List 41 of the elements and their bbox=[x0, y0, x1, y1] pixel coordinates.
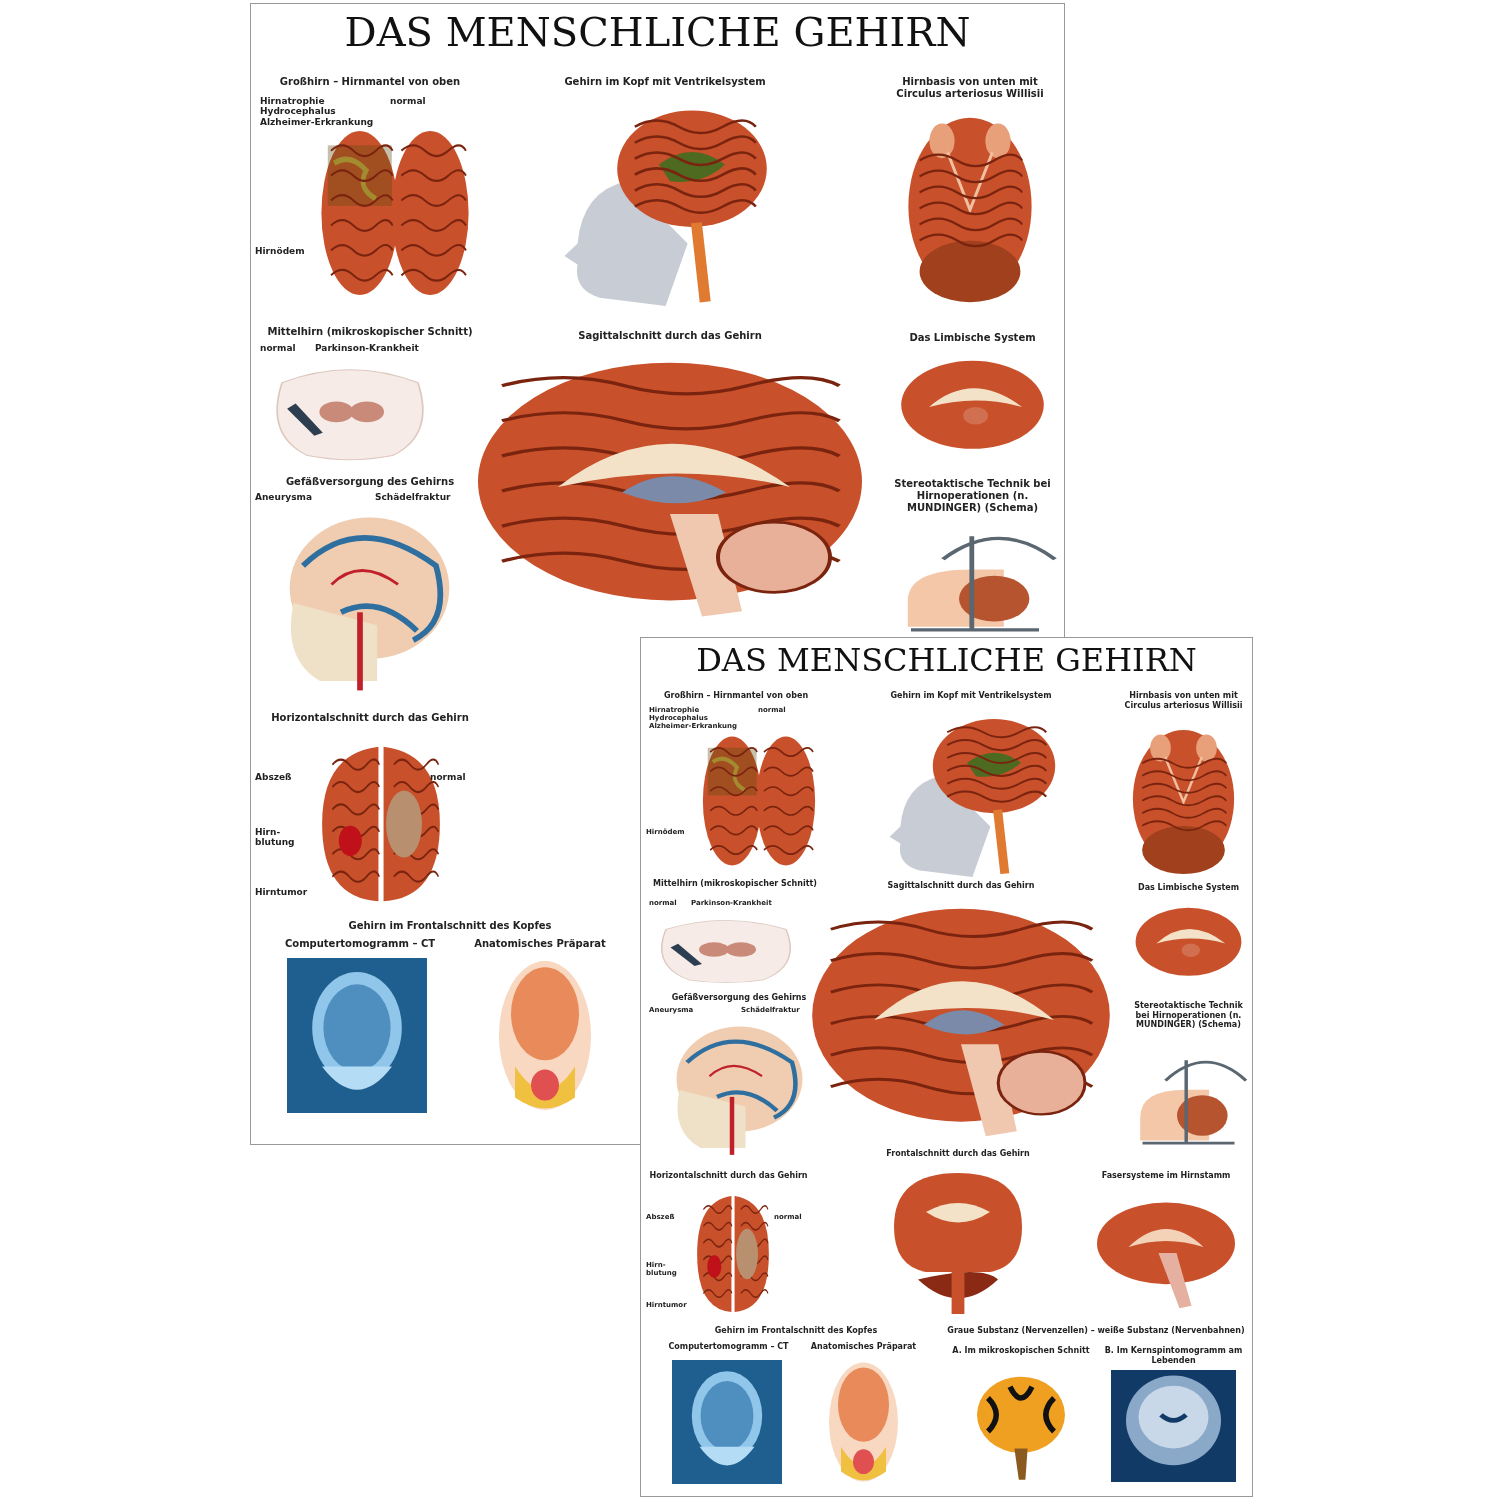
panel-heading: Gehirn im Kopf mit Ventrikelsystem bbox=[563, 76, 767, 88]
panel-heading: Das Limbische System bbox=[1137, 883, 1240, 893]
panel-heading: Stereotaktische Technik bei Hirnoperationen (n. MUNDINGER) (Schema) bbox=[1133, 1001, 1244, 1030]
panel-heading: B. Im Kernspintomogramm am Lebenden bbox=[1103, 1346, 1244, 1366]
panel-heading: Hirnbasis von unten mit Circulus arteriosus Willisii bbox=[1123, 691, 1244, 711]
panel-heading: Großhirn – Hirnmantel von oben bbox=[278, 76, 462, 88]
panel-heading: Anatomisches Präparat bbox=[473, 938, 607, 950]
panel-heading: Horizontalschnitt durch das Gehirn bbox=[648, 1171, 809, 1181]
panel-heading: Gefäßversorgung des Gehirns bbox=[670, 993, 808, 1003]
panel-heading: Anatomisches Präparat bbox=[809, 1342, 918, 1352]
panel-heading: Gehirn im Kopf mit Ventrikelsystem bbox=[889, 691, 1053, 701]
figure-label: Schädelfraktur bbox=[375, 492, 452, 503]
figure-label: Aneurysma bbox=[255, 492, 313, 503]
panel-heading: Hirnbasis von unten mit Circulus arteriosus Willisii bbox=[895, 76, 1045, 100]
poster-sheet bbox=[640, 637, 1253, 1497]
panel-heading: Frontalschnitt durch das Gehirn bbox=[885, 1149, 1031, 1159]
figure-label: normal bbox=[430, 772, 467, 783]
panel-heading: Gefäßversorgung des Gehirns bbox=[284, 476, 456, 488]
panel-heading: Großhirn – Hirnmantel von oben bbox=[662, 691, 810, 701]
figure-label: normal bbox=[260, 343, 297, 354]
figure-label: normal bbox=[390, 96, 427, 107]
panel-heading: Graue Substanz (Nervenzellen) – weiße Substanz (Nervenbahnen) bbox=[946, 1326, 1246, 1336]
panel-heading: Stereotaktische Technik bei Hirnoperationen (n. MUNDINGER) (Schema) bbox=[893, 478, 1052, 514]
panel-heading: Computertomogramm – CT bbox=[283, 938, 437, 950]
figure-label: Parkinson-Krankheit bbox=[315, 343, 420, 354]
figure-label: Abszeß bbox=[255, 772, 293, 783]
panel-heading: Gehirn im Frontalschnitt des Kopfes bbox=[713, 1326, 879, 1336]
poster-title: DAS MENSCHLICHE GEHIRN bbox=[343, 9, 972, 55]
figure-label: Hirnödem bbox=[255, 246, 306, 257]
panel-heading: Das Limbische System bbox=[908, 332, 1037, 344]
panel-heading: Horizontalschnitt durch das Gehirn bbox=[270, 712, 470, 724]
panel-heading: Fasersysteme im Hirnstamm bbox=[1100, 1171, 1232, 1181]
poster-title: DAS MENSCHLICHE GEHIRN bbox=[695, 641, 1198, 679]
panel-heading: Mittelhirn (mikroskopischer Schnitt) bbox=[652, 879, 818, 889]
figure-label: Hirn- blutung bbox=[255, 827, 296, 848]
figure-label: Hirntumor bbox=[255, 887, 309, 898]
panel-heading: A. Im mikroskopischen Schnitt bbox=[951, 1346, 1091, 1356]
panel-heading: Computertomogramm – CT bbox=[667, 1342, 790, 1352]
panel-heading: Mittelhirn (mikroskopischer Schnitt) bbox=[266, 326, 474, 338]
panel-heading: Gehirn im Frontalschnitt des Kopfes bbox=[347, 920, 553, 932]
figure-label: Hirnatrophie Hydrocephalus Alzheimer-Erkrankung bbox=[260, 96, 375, 128]
